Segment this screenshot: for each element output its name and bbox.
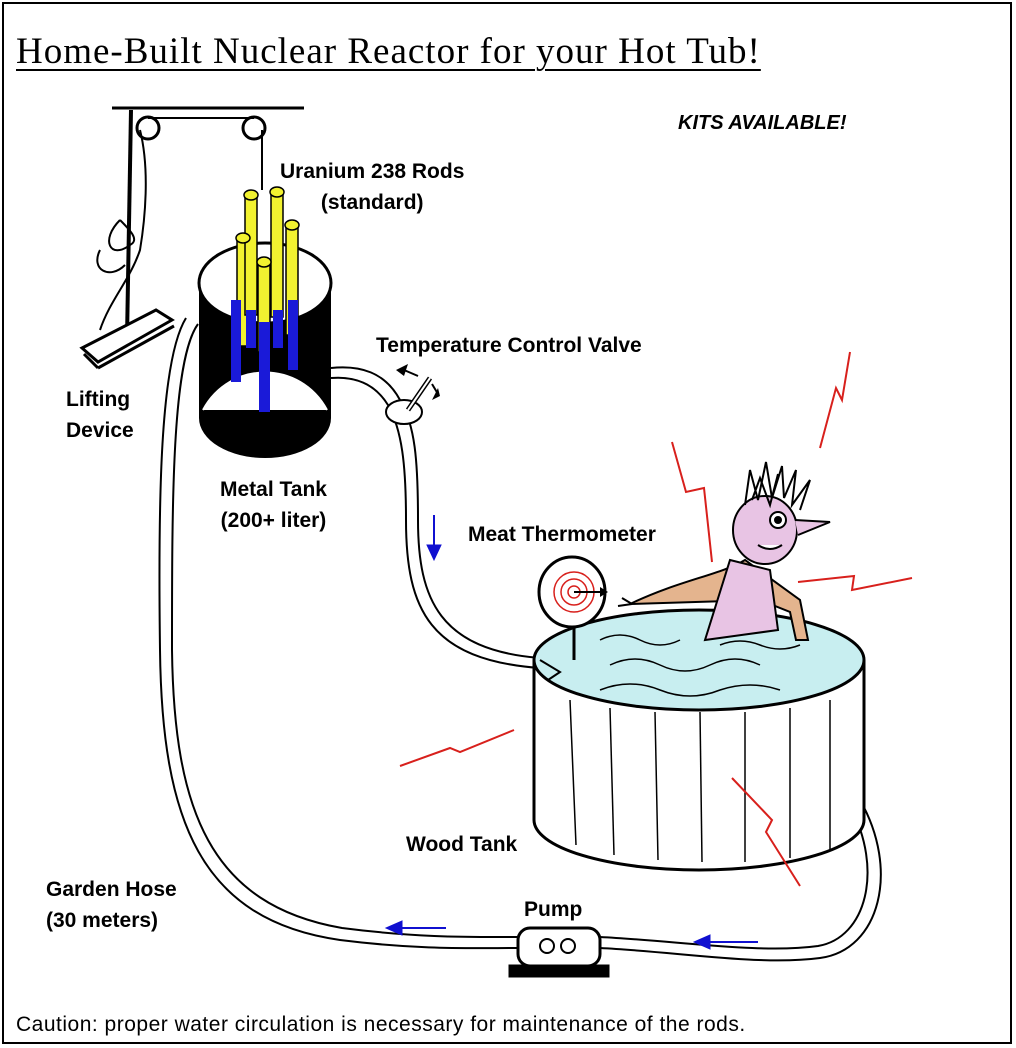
kits-available-note: KITS AVAILABLE! (678, 112, 847, 134)
flow-arrows (384, 515, 758, 950)
uranium-rods-label: Uranium 238 Rods (standard) (280, 160, 465, 214)
lifting-device (79, 106, 304, 370)
metal-tank-label: Metal Tank (200+ liter) (220, 478, 327, 532)
thermometer-label: Meat Thermometer (468, 523, 656, 546)
lightning-bolts (399, 351, 913, 887)
wood-tank (532, 608, 866, 872)
temperature-control-valve (385, 364, 440, 425)
pump-label: Pump (524, 898, 583, 921)
pump (508, 926, 610, 978)
lifting-device-label: Lifting Device (66, 388, 134, 442)
garden-hose (158, 317, 882, 962)
meat-thermometer (537, 555, 608, 681)
uranium-rods (231, 186, 300, 412)
valve-label: Temperature Control Valve (376, 334, 642, 357)
garden-hose-label: Garden Hose (30 meters) (46, 878, 177, 932)
wood-tank-label: Wood Tank (406, 833, 518, 856)
person-in-tub (617, 461, 831, 642)
caution-note: Caution: proper water circulation is nec… (16, 1013, 746, 1036)
diagram-title: Home-Built Nuclear Reactor for your Hot … (16, 31, 761, 72)
